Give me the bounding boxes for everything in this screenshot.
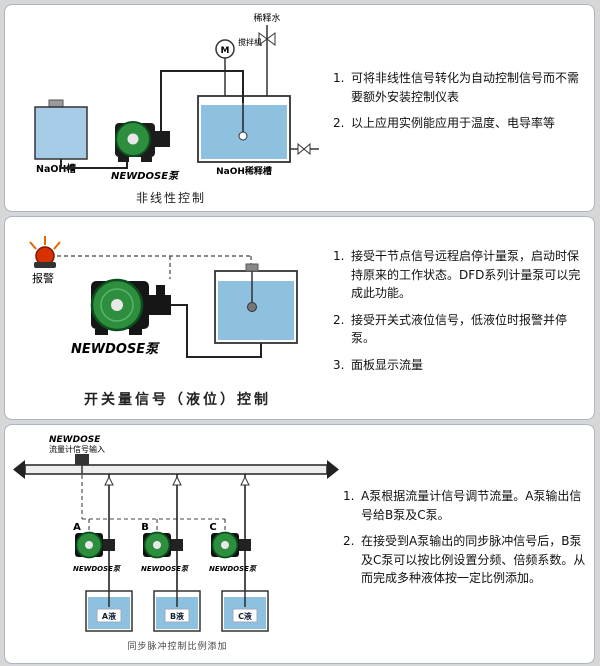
valve-icon <box>297 142 305 156</box>
signal-lines <box>57 255 252 279</box>
panel2-notes: 1. 接受干节点信号远程启停计量泵，启动时保持原来的工作状态。DFD系列计量泵可… <box>333 247 589 383</box>
note-item: 2. 以上应用实例能应用于温度、电导率等 <box>333 114 589 133</box>
pump-name: NEWDOSE泵 <box>73 565 121 573</box>
storage-tank <box>214 263 298 344</box>
brand-label: NEWDOSE <box>49 435 101 445</box>
pump-label: NEWDOSE泵 <box>111 170 180 182</box>
dilution-water-line: 稀释水 <box>253 12 281 99</box>
flowmeter-signal-label: 流量计信号输入 <box>49 444 105 454</box>
tank-label: B液 <box>170 611 184 621</box>
pump-head <box>239 539 251 551</box>
pump-name: NEWDOSE泵 <box>141 565 189 573</box>
note-text: 在接受到A泵输出的同步脉冲信号后，B泵及C泵可以按比例设置分频、倍频系数。从而完… <box>361 534 586 586</box>
pump-head <box>171 539 183 551</box>
check-valve-icon <box>240 475 250 486</box>
tank-water <box>218 281 294 340</box>
valve-icon <box>258 32 268 46</box>
tank-label-box <box>96 608 122 623</box>
note-number: 1. <box>343 489 355 503</box>
mixer-label: 搅拌机 <box>238 37 262 47</box>
pump-label: NEWDOSE泵 <box>71 342 160 357</box>
main-pipe <box>13 460 339 479</box>
proportional-diagram-svg: NEWDOSE 流量计信号输入 <box>13 435 339 632</box>
panel-proportional-dosing: NEWDOSE 流量计信号输入 <box>4 424 595 664</box>
flow-meter <box>75 454 89 474</box>
tank-label: C液 <box>238 611 252 621</box>
note-item: 2. 在接受到A泵输出的同步脉冲信号后，B泵及C泵可以按比例设置分频、倍频系数。… <box>343 532 591 588</box>
panel-nonlinear-control: 稀释水 M 搅拌机 NaOH稀释槽 <box>4 4 595 212</box>
note-number: 3. <box>333 357 345 372</box>
note-number: 1. <box>333 249 345 263</box>
panel-level-signal-control: 报警 NEWDOSE泵 <box>4 216 595 420</box>
panel1-notes: 1. 可将非线性信号转化为自动控制信号而不需要额外安装控制仪表 2. 以上应用实… <box>333 69 589 141</box>
note-item: 2. 接受开关式液位信号，低液位时报警并停泵。 <box>333 311 589 348</box>
nonlinear-diagram-svg: 稀释水 M 搅拌机 NaOH稀释槽 <box>34 12 319 182</box>
note-item: 1. A泵根据流量计信号调节流量。A泵输出信号给B泵及C泵。 <box>343 487 591 524</box>
motor-icon <box>215 39 235 59</box>
note-item: 3. 面板显示流量 <box>333 356 589 375</box>
note-text: 面板显示流量 <box>351 357 424 372</box>
mixing-tank-label: NaOH稀释槽 <box>216 165 272 177</box>
pump-column-c: C NEWDOSE泵 C液 <box>209 474 269 632</box>
tank-water <box>34 106 88 160</box>
alarm-beacon: 报警 <box>29 236 61 285</box>
pump-head <box>147 295 171 315</box>
level-switch-mount <box>245 263 259 272</box>
dosing-pump: NEWDOSE泵 <box>111 121 180 182</box>
flow-arrow-right <box>327 460 339 479</box>
pump-head <box>103 539 115 551</box>
note-number: 1. <box>333 71 345 85</box>
level-diagram-svg: 报警 NEWDOSE泵 <box>29 236 298 358</box>
note-number: 2. <box>343 534 355 549</box>
discharge-pipe <box>160 70 248 141</box>
tank-label: A液 <box>102 611 116 621</box>
note-text: A泵根据流量计信号调节流量。A泵输出信号给B泵及C泵。 <box>361 489 582 522</box>
note-item: 1. 接受干节点信号远程启停计量泵，启动时保持原来的工作状态。DFD系列计量泵可… <box>333 247 589 303</box>
flow-arrow-left <box>13 460 25 479</box>
note-text: 接受开关式液位信号，低液位时报警并停泵。 <box>351 312 568 346</box>
check-valve-icon <box>172 475 182 486</box>
dilution-water-label: 稀释水 <box>253 12 280 24</box>
alarm-label: 报警 <box>32 271 54 285</box>
diffuser-icon <box>238 131 248 141</box>
proportional-dosing-diagram: NEWDOSE 流量计信号输入 <box>9 429 343 641</box>
outlet-valve <box>290 142 319 156</box>
nonlinear-control-diagram: 稀释水 M 搅拌机 NaOH稀释槽 <box>15 11 327 187</box>
note-number: 2. <box>333 312 345 327</box>
pump-head <box>153 131 170 147</box>
panel1-caption: 非线性控制 <box>135 191 206 205</box>
note-text: 以上应用实例能应用于温度、电导率等 <box>351 116 556 131</box>
motor-letter: M <box>221 46 230 56</box>
pump-letter: A <box>73 522 81 533</box>
suction-pipe <box>60 157 128 169</box>
pump-name: NEWDOSE泵 <box>209 565 257 573</box>
note-text: 接受干节点信号远程启停计量泵，启动时保持原来的工作状态。DFD系列计量泵可以完成… <box>351 249 581 301</box>
note-number: 2. <box>333 116 345 131</box>
check-valve-icon <box>104 475 114 486</box>
panel3-caption: 同步脉冲控制比例添加 <box>127 642 228 652</box>
tank-label-box <box>232 608 258 623</box>
panel2-caption: 开关量信号（液位）控制 <box>84 392 271 408</box>
naoh-tank: NaOH槽 <box>34 99 88 175</box>
pump-letter: B <box>141 522 149 533</box>
naoh-tank-label: NaOH槽 <box>36 163 76 175</box>
float-switch-icon <box>247 302 257 312</box>
panel3-notes: 1. A泵根据流量计信号调节流量。A泵输出信号给B泵及C泵。 2. 在接受到A泵… <box>343 487 591 596</box>
pump-column-a: A NEWDOSE泵 A液 <box>73 474 133 632</box>
note-item: 1. 可将非线性信号转化为自动控制信号而不需要额外安装控制仪表 <box>333 69 589 106</box>
pulse-signal-lines <box>81 475 226 533</box>
pump-letter: C <box>209 522 216 533</box>
level-control-diagram: 报警 NEWDOSE泵 <box>15 225 335 389</box>
metering-pump: NEWDOSE泵 <box>71 278 171 357</box>
tank-label-box <box>164 608 190 623</box>
pump-column-b: B NEWDOSE泵 B液 <box>141 474 201 632</box>
note-text: 可将非线性信号转化为自动控制信号而不需要额外安装控制仪表 <box>351 71 580 104</box>
